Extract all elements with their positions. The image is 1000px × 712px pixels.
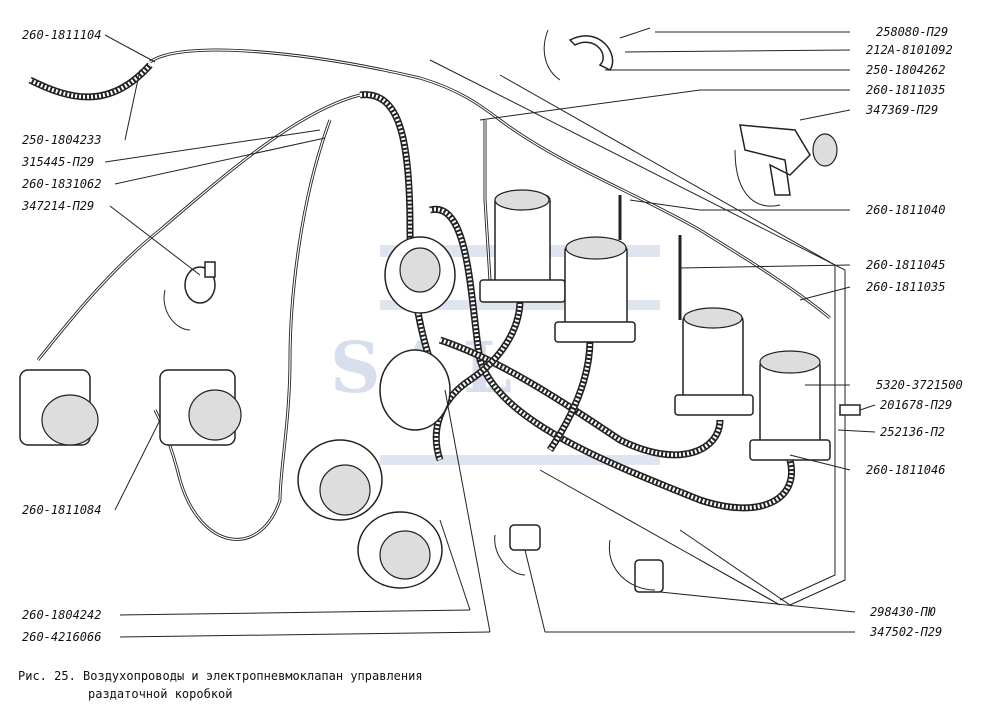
part-label: 252136-П2 <box>880 425 945 439</box>
part-label: 250-1804233 <box>22 133 101 147</box>
part-label: 260-1811040 <box>866 203 945 217</box>
caption-line-1: Рис. 25. Воздухопроводы и электропневмок… <box>18 669 423 683</box>
part-label: 212А-8101092 <box>866 43 953 57</box>
pressure-switch <box>19 369 242 446</box>
part-label: 347502-П29 <box>869 625 942 639</box>
part-label: 260-1811084 <box>22 503 101 517</box>
part-label: 201678-П29 <box>880 398 952 412</box>
part-label: 250-1804262 <box>866 63 945 77</box>
part-label: 258080-П29 <box>876 25 948 39</box>
fittings <box>184 27 861 593</box>
solenoid-valve <box>554 236 636 343</box>
solenoid-valve <box>674 307 754 416</box>
part-label: 298430-ПЮ <box>870 605 936 619</box>
part-label: 260-4216066 <box>22 630 101 644</box>
part-label: 260-1831062 <box>22 177 101 191</box>
leader-lines <box>104 31 876 638</box>
solenoid-valve <box>479 189 566 303</box>
mounting-bracket <box>429 59 846 606</box>
braided-hoses <box>28 62 795 512</box>
pneumatic-chamber <box>297 236 456 589</box>
part-label: 315445-П29 <box>21 155 94 169</box>
part-label: 260-1811045 <box>866 258 945 272</box>
part-label: 260-1811035 <box>866 83 945 97</box>
part-label: 347369-П29 <box>865 103 938 117</box>
part-label: 347214-П29 <box>21 199 94 213</box>
part-label: 260-1804242 <box>22 608 101 622</box>
watermark-bar <box>380 455 660 465</box>
solenoid-valve <box>749 350 831 461</box>
part-label: 5320-3721500 <box>876 378 963 392</box>
part-label: 260-1811035 <box>866 280 945 294</box>
figure-caption: Рис. 25. Воздухопроводы и электропневмок… <box>18 669 423 701</box>
part-label: 260-1811104 <box>22 28 101 42</box>
rigid-air-tubes <box>36 48 831 541</box>
right-labels: 258080-П29 212А-8101092 250-1804262 260-… <box>865 25 963 639</box>
detail-callouts <box>163 29 781 591</box>
left-labels: 260-1811104 250-1804233 315445-П29 260-1… <box>21 28 101 644</box>
caption-line-2: раздаточной коробкой <box>88 687 233 701</box>
part-label: 260-1811046 <box>866 463 945 477</box>
